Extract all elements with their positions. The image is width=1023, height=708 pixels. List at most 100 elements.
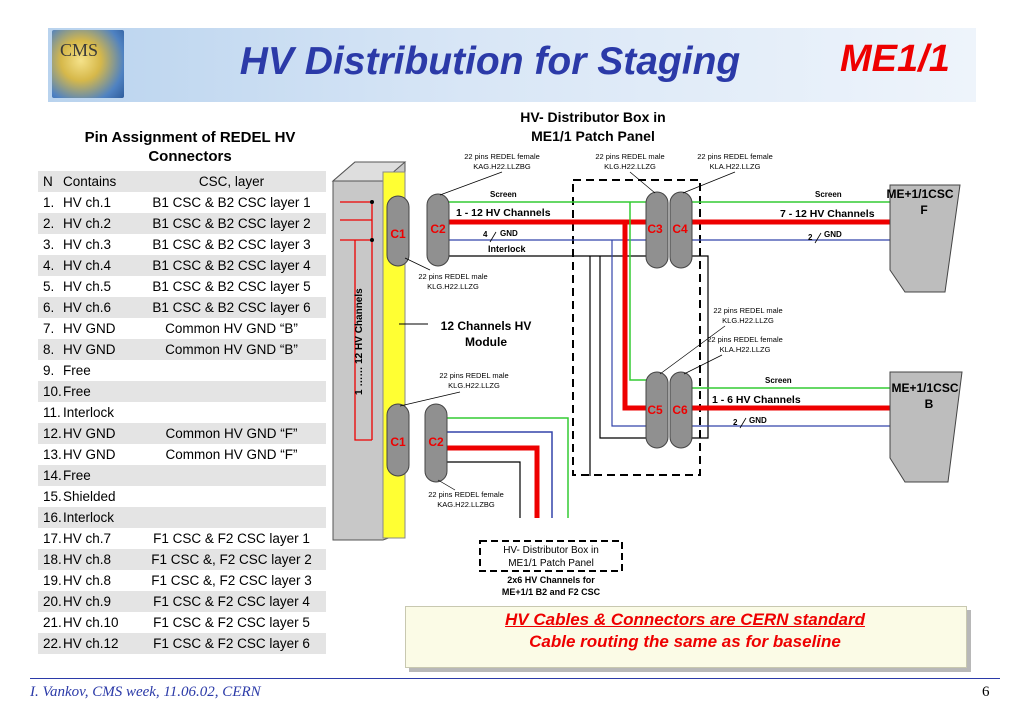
hv-route-internal [622, 222, 648, 411]
table-header-row: N Contains CSC, layer [38, 171, 326, 192]
pin-contains: HV ch.5 [63, 276, 137, 297]
notes-box [405, 606, 967, 668]
pin-csc-layer: Common HV GND “F” [137, 444, 326, 465]
pin-contains: HV ch.12 [63, 633, 137, 654]
redel-female-bottom-1: 22 pins REDEL female [428, 490, 504, 499]
pin-number: 18. [38, 549, 63, 570]
redel-male-c5-2: KLG.H22.LLZG [722, 316, 774, 325]
pin-number: 11. [38, 402, 63, 423]
pin-number: 17. [38, 528, 63, 549]
conn-c6-label: C6 [672, 403, 688, 417]
bottom-box-label-2: ME1/1 Patch Panel [508, 558, 594, 569]
title-bar [48, 28, 976, 102]
csc-b-label-2: B [925, 397, 934, 411]
pin-table-title: Pin Assignment of REDEL HV Connectors [40, 128, 340, 166]
distributor-box-title-1: HV- Distributor Box in [520, 109, 665, 125]
pin-csc-layer: F1 CSC & F2 CSC layer 6 [137, 633, 326, 654]
pin-csc-layer: B1 CSC & B2 CSC layer 6 [137, 297, 326, 318]
connector-c6: C6 [669, 371, 693, 449]
header-csc-layer: CSC, layer [137, 171, 326, 192]
connector-c1-top: C1 [386, 195, 410, 267]
pin-csc-layer: B1 CSC & B2 CSC layer 1 [137, 192, 326, 213]
annotation-leader [404, 257, 431, 271]
redel-female-c5-2: KLA.H22.LLZG [720, 345, 771, 354]
pin-number: 2. [38, 213, 63, 234]
conn-c1-top-label: C1 [390, 227, 406, 241]
connector-c3: C3 [645, 191, 669, 269]
interlock-loop-right [690, 255, 709, 439]
screen-label-top-left: Screen [490, 190, 517, 199]
annotation-leader [682, 171, 736, 194]
pin-number: 13. [38, 444, 63, 465]
pin-table-title-line1: Pin Assignment of REDEL HV [84, 129, 296, 146]
header-contains: Contains [63, 171, 137, 192]
connector-c2-top: C2 [426, 193, 450, 267]
bottom-box-label-1: HV- Distributor Box in [503, 545, 599, 556]
pin-csc-layer: Common HV GND “B” [137, 339, 326, 360]
table-row: 16.Interlock [38, 507, 326, 528]
bottom-distributor-box [479, 540, 623, 572]
footer-divider [30, 678, 1000, 679]
pin-contains: Free [63, 360, 137, 381]
pin-number: 7. [38, 318, 63, 339]
annotation-leader [659, 325, 726, 375]
gnd-count-top-left: 4 [483, 230, 488, 239]
annotation-leader [437, 479, 456, 491]
note-line-2: Cable routing the same as for baseline [529, 632, 841, 651]
pin-contains: HV GND [63, 318, 137, 339]
table-row: 11.Interlock [38, 402, 326, 423]
pin-contains: HV ch.8 [63, 549, 137, 570]
annotation-leader [629, 171, 656, 194]
channels-1-12-label: 1 - 12 HV Channels [456, 207, 551, 219]
annotation-leader [399, 391, 461, 407]
pin-number: 19. [38, 570, 63, 591]
connector-c1-bottom: C1 [386, 403, 410, 477]
pin-number: 5. [38, 276, 63, 297]
pin-csc-layer [137, 402, 326, 423]
pin-number: 12. [38, 423, 63, 444]
table-row: 9.Free [38, 360, 326, 381]
bottom-note-2: ME+1/1 B2 and F2 CSC [502, 587, 601, 597]
redel-male-top-1: 22 pins REDEL male [595, 152, 664, 161]
distributor-box-outline [572, 179, 701, 476]
pin-contains: HV ch.3 [63, 234, 137, 255]
connector-c4: C4 [669, 191, 693, 269]
pin-number: 9. [38, 360, 63, 381]
gnd-label-top-right: GND [824, 230, 842, 239]
screen-route-internal [629, 202, 648, 381]
pin-number: 21. [38, 612, 63, 633]
redel-female-right-2: KLA.H22.LLZG [710, 162, 761, 171]
page-number: 6 [982, 684, 990, 700]
gnd-slash [489, 231, 497, 243]
pin-contains: HV GND [63, 339, 137, 360]
conn-c2-top-label: C2 [430, 222, 446, 236]
pin-contains: Interlock [63, 507, 137, 528]
pin-table-title-line2: Connectors [148, 148, 232, 165]
wire-junction [370, 238, 374, 242]
pin-csc-layer [137, 465, 326, 486]
pin-contains: HV ch.8 [63, 570, 137, 591]
gnd-count-lower: 2 [733, 418, 738, 427]
header-n: N [38, 171, 63, 192]
pin-number: 8. [38, 339, 63, 360]
connector-c5: C5 [645, 371, 669, 449]
pin-csc-layer: B1 CSC & B2 CSC layer 3 [137, 234, 326, 255]
table-row: 14.Free [38, 465, 326, 486]
csc-f-label-1: ME+1/1CSC [886, 187, 953, 201]
pin-csc-layer [137, 360, 326, 381]
pin-contains: HV ch.6 [63, 297, 137, 318]
pin-number: 3. [38, 234, 63, 255]
pin-csc-layer: F1 CSC &, F2 CSC layer 3 [137, 570, 326, 591]
footer-text: I. Vankov, CMS week, 11.06.02, CERN [30, 684, 261, 700]
